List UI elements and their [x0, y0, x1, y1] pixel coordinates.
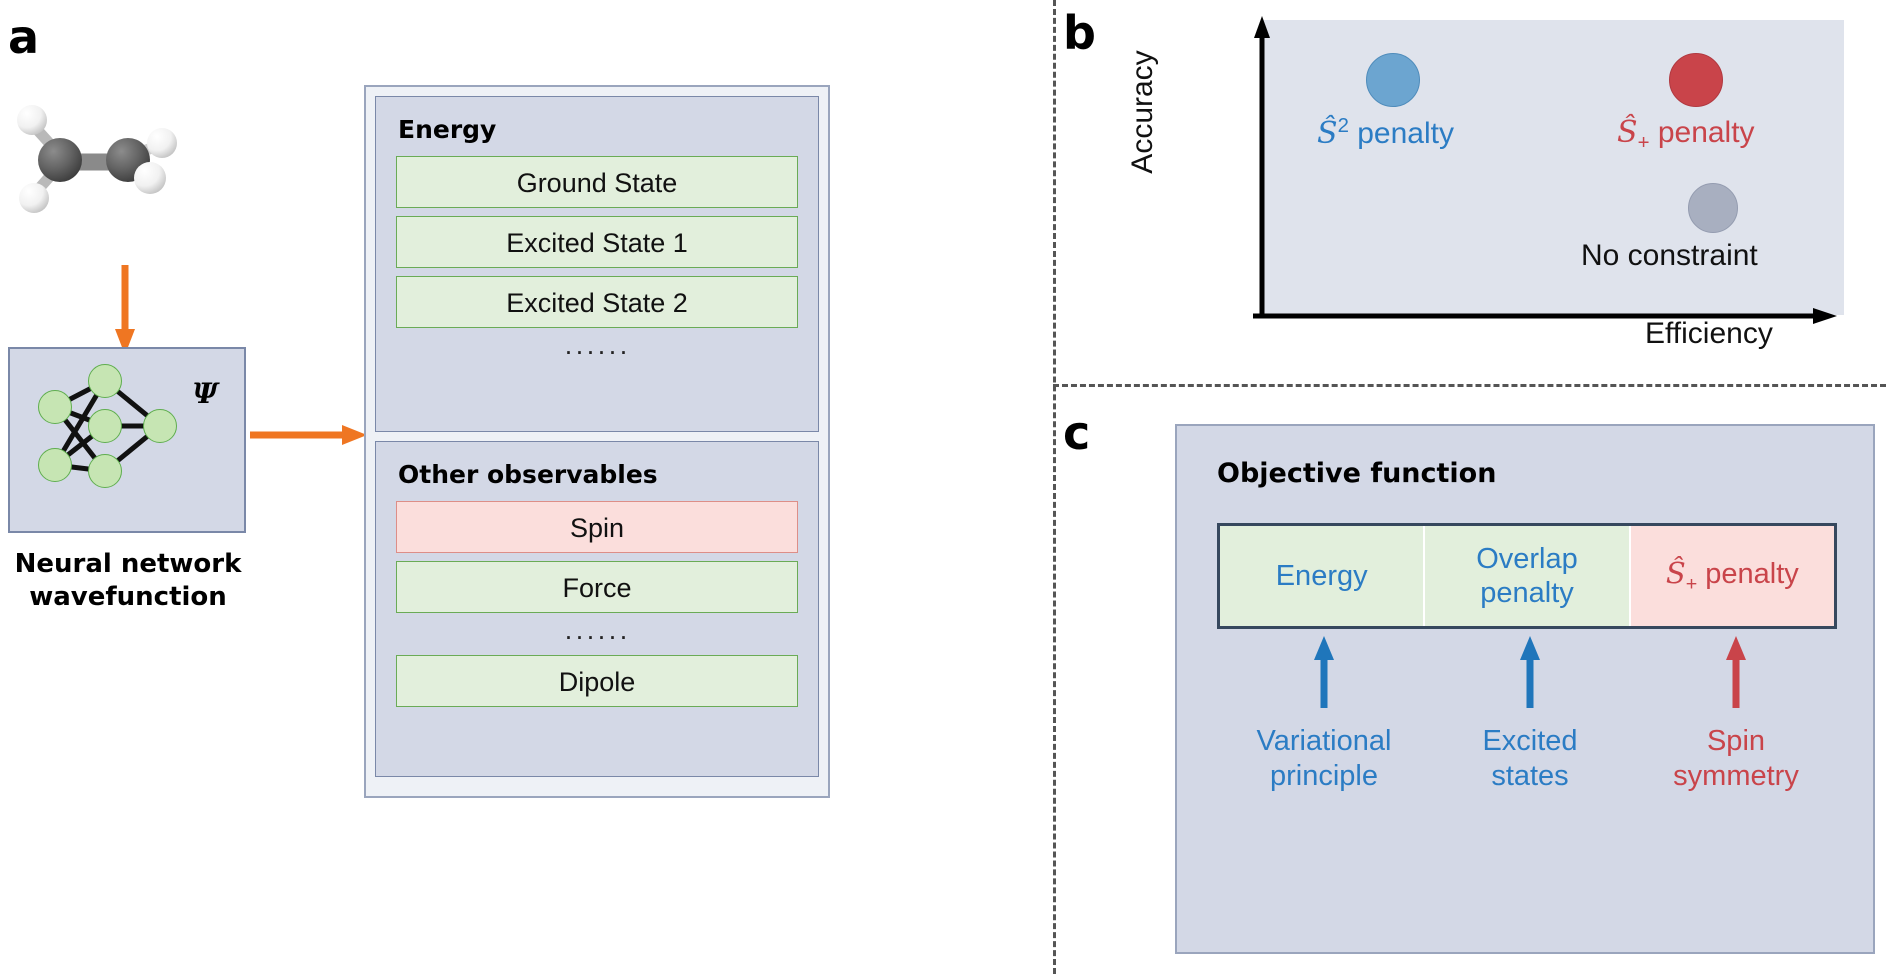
panel-a-letter: a — [8, 10, 40, 64]
observable-item-spin[interactable]: Spin — [396, 501, 798, 553]
nn-node-hidden-3 — [88, 454, 122, 488]
arrow-down-icon — [114, 265, 136, 357]
accuracy-efficiency-plot-area: Ŝ2 penalty Ŝ+ penalty No constraint — [1261, 20, 1844, 315]
objective-cell-energy[interactable]: Energy — [1220, 526, 1426, 626]
ethylene-molecule — [10, 70, 250, 260]
arrow-up-spin-symmetry-icon — [1725, 636, 1747, 708]
y-axis-label: Accuracy — [1126, 50, 1159, 174]
bubble-label-s2-penalty: Ŝ2 penalty — [1317, 115, 1454, 151]
bubble-label-no-constraint: No constraint — [1581, 239, 1758, 272]
bubble-splus-penalty[interactable] — [1669, 53, 1723, 107]
neural-network-caption: Neural network wavefunction — [0, 548, 256, 614]
energy-section: Energy Ground State Excited State 1 Exci… — [375, 96, 819, 432]
observables-ellipsis: ······ — [564, 621, 630, 651]
footer-spin-symmetry-line2: symmetry — [1673, 759, 1799, 792]
observable-item-force[interactable]: Force — [396, 561, 798, 613]
x-axis-arrow — [1253, 306, 1838, 326]
panel-c-letter: c — [1063, 406, 1091, 460]
molecule-svg — [17, 105, 177, 213]
footer-spin-symmetry: Spin symmetry — [1631, 724, 1841, 794]
nn-node-input-1 — [38, 390, 72, 424]
arrow-up-variational-icon — [1313, 636, 1335, 708]
observables-section-title: Other observables — [398, 460, 658, 489]
footer-variational-principle-line1: Variational — [1256, 725, 1392, 757]
divider-vertical-dashed — [1053, 0, 1056, 974]
nn-node-hidden-1 — [88, 364, 122, 398]
energy-item-excited-state-2[interactable]: Excited State 2 — [396, 276, 798, 328]
objective-cell-splus-penalty-text: Ŝ+ penalty — [1665, 555, 1799, 595]
results-container: Energy Ground State Excited State 1 Exci… — [364, 85, 830, 798]
energy-item-excited-state-1[interactable]: Excited State 1 — [396, 216, 798, 268]
x-axis-label: Efficiency — [1645, 317, 1773, 350]
energy-section-title: Energy — [398, 115, 497, 144]
nn-caption-line2: wavefunction — [29, 581, 227, 612]
bubble-no-constraint[interactable] — [1688, 183, 1738, 233]
nn-caption-line1: Neural network — [14, 549, 242, 579]
divider-horizontal-dashed — [1053, 384, 1886, 387]
nn-node-input-2 — [38, 448, 72, 482]
energy-item-ground-state[interactable]: Ground State — [396, 156, 798, 208]
psi-symbol: Ψ — [192, 377, 218, 410]
energy-ellipsis: ······ — [564, 336, 630, 366]
y-axis-arrow — [1253, 16, 1271, 324]
nn-node-hidden-2 — [88, 409, 122, 443]
observables-section: Other observables Spin Force ······ Dipo… — [375, 441, 819, 777]
bubble-s2-penalty[interactable] — [1366, 53, 1420, 107]
objective-cell-splus-penalty[interactable]: Ŝ+ penalty — [1630, 526, 1834, 626]
footer-spin-symmetry-line1: Spin — [1706, 725, 1766, 757]
footer-excited-states-line1: Excited — [1482, 725, 1578, 757]
footer-excited-states-line2: states — [1491, 759, 1569, 792]
neural-network-box: Ψ — [8, 347, 246, 533]
panel-b-letter: b — [1063, 6, 1096, 60]
objective-function-title: Objective function — [1217, 458, 1497, 489]
nn-node-output — [143, 409, 177, 443]
panel-b: b Ŝ2 penalty Ŝ+ penalty No constraint Ac… — [1053, 0, 1886, 384]
footer-variational-principle: Variational principle — [1219, 724, 1429, 794]
footer-excited-states: Excited states — [1425, 724, 1635, 794]
bubble-label-splus-penalty: Ŝ+ penalty — [1617, 115, 1755, 154]
arrow-right-icon — [250, 424, 368, 446]
footer-variational-principle-line2: principle — [1270, 759, 1378, 792]
arrow-up-excited-states-icon — [1519, 636, 1541, 708]
observable-item-dipole[interactable]: Dipole — [396, 655, 798, 707]
panel-a: a — [0, 0, 860, 974]
